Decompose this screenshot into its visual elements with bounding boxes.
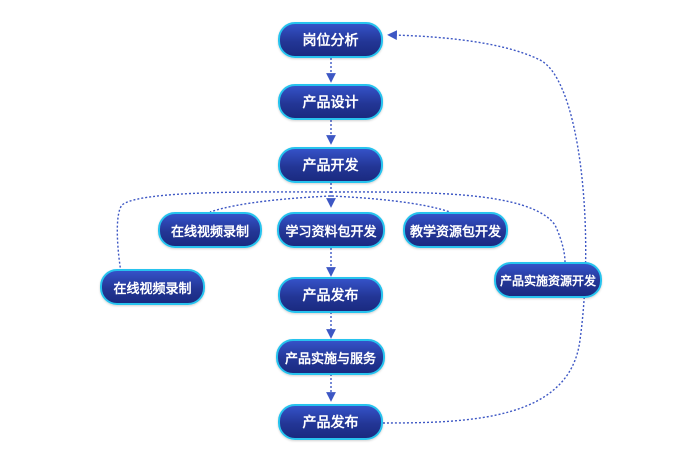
node-product-release-1: 产品发布 bbox=[278, 277, 383, 313]
feedback-loop bbox=[382, 30, 587, 424]
node-learning-material-dev: 学习资料包开发 bbox=[277, 212, 385, 248]
node-implementation-service: 产品实施与服务 bbox=[276, 339, 385, 375]
curve-to-teaching bbox=[331, 195, 451, 213]
node-product-release-2: 产品发布 bbox=[278, 404, 383, 440]
node-teaching-resource-dev: 教学资源包开发 bbox=[403, 212, 508, 248]
curve-to-video-top bbox=[209, 195, 331, 213]
node-video-recording-left: 在线视频录制 bbox=[100, 269, 205, 305]
curve-to-implementation bbox=[330, 191, 566, 263]
node-implementation-resource-dev: 产品实施资源开发 bbox=[494, 262, 602, 298]
node-video-recording-top: 在线视频录制 bbox=[158, 212, 262, 248]
node-product-development: 产品开发 bbox=[278, 147, 383, 183]
node-product-design: 产品设计 bbox=[278, 84, 383, 120]
node-position-analysis: 岗位分析 bbox=[278, 22, 383, 58]
curve-to-video-left bbox=[116, 191, 332, 273]
